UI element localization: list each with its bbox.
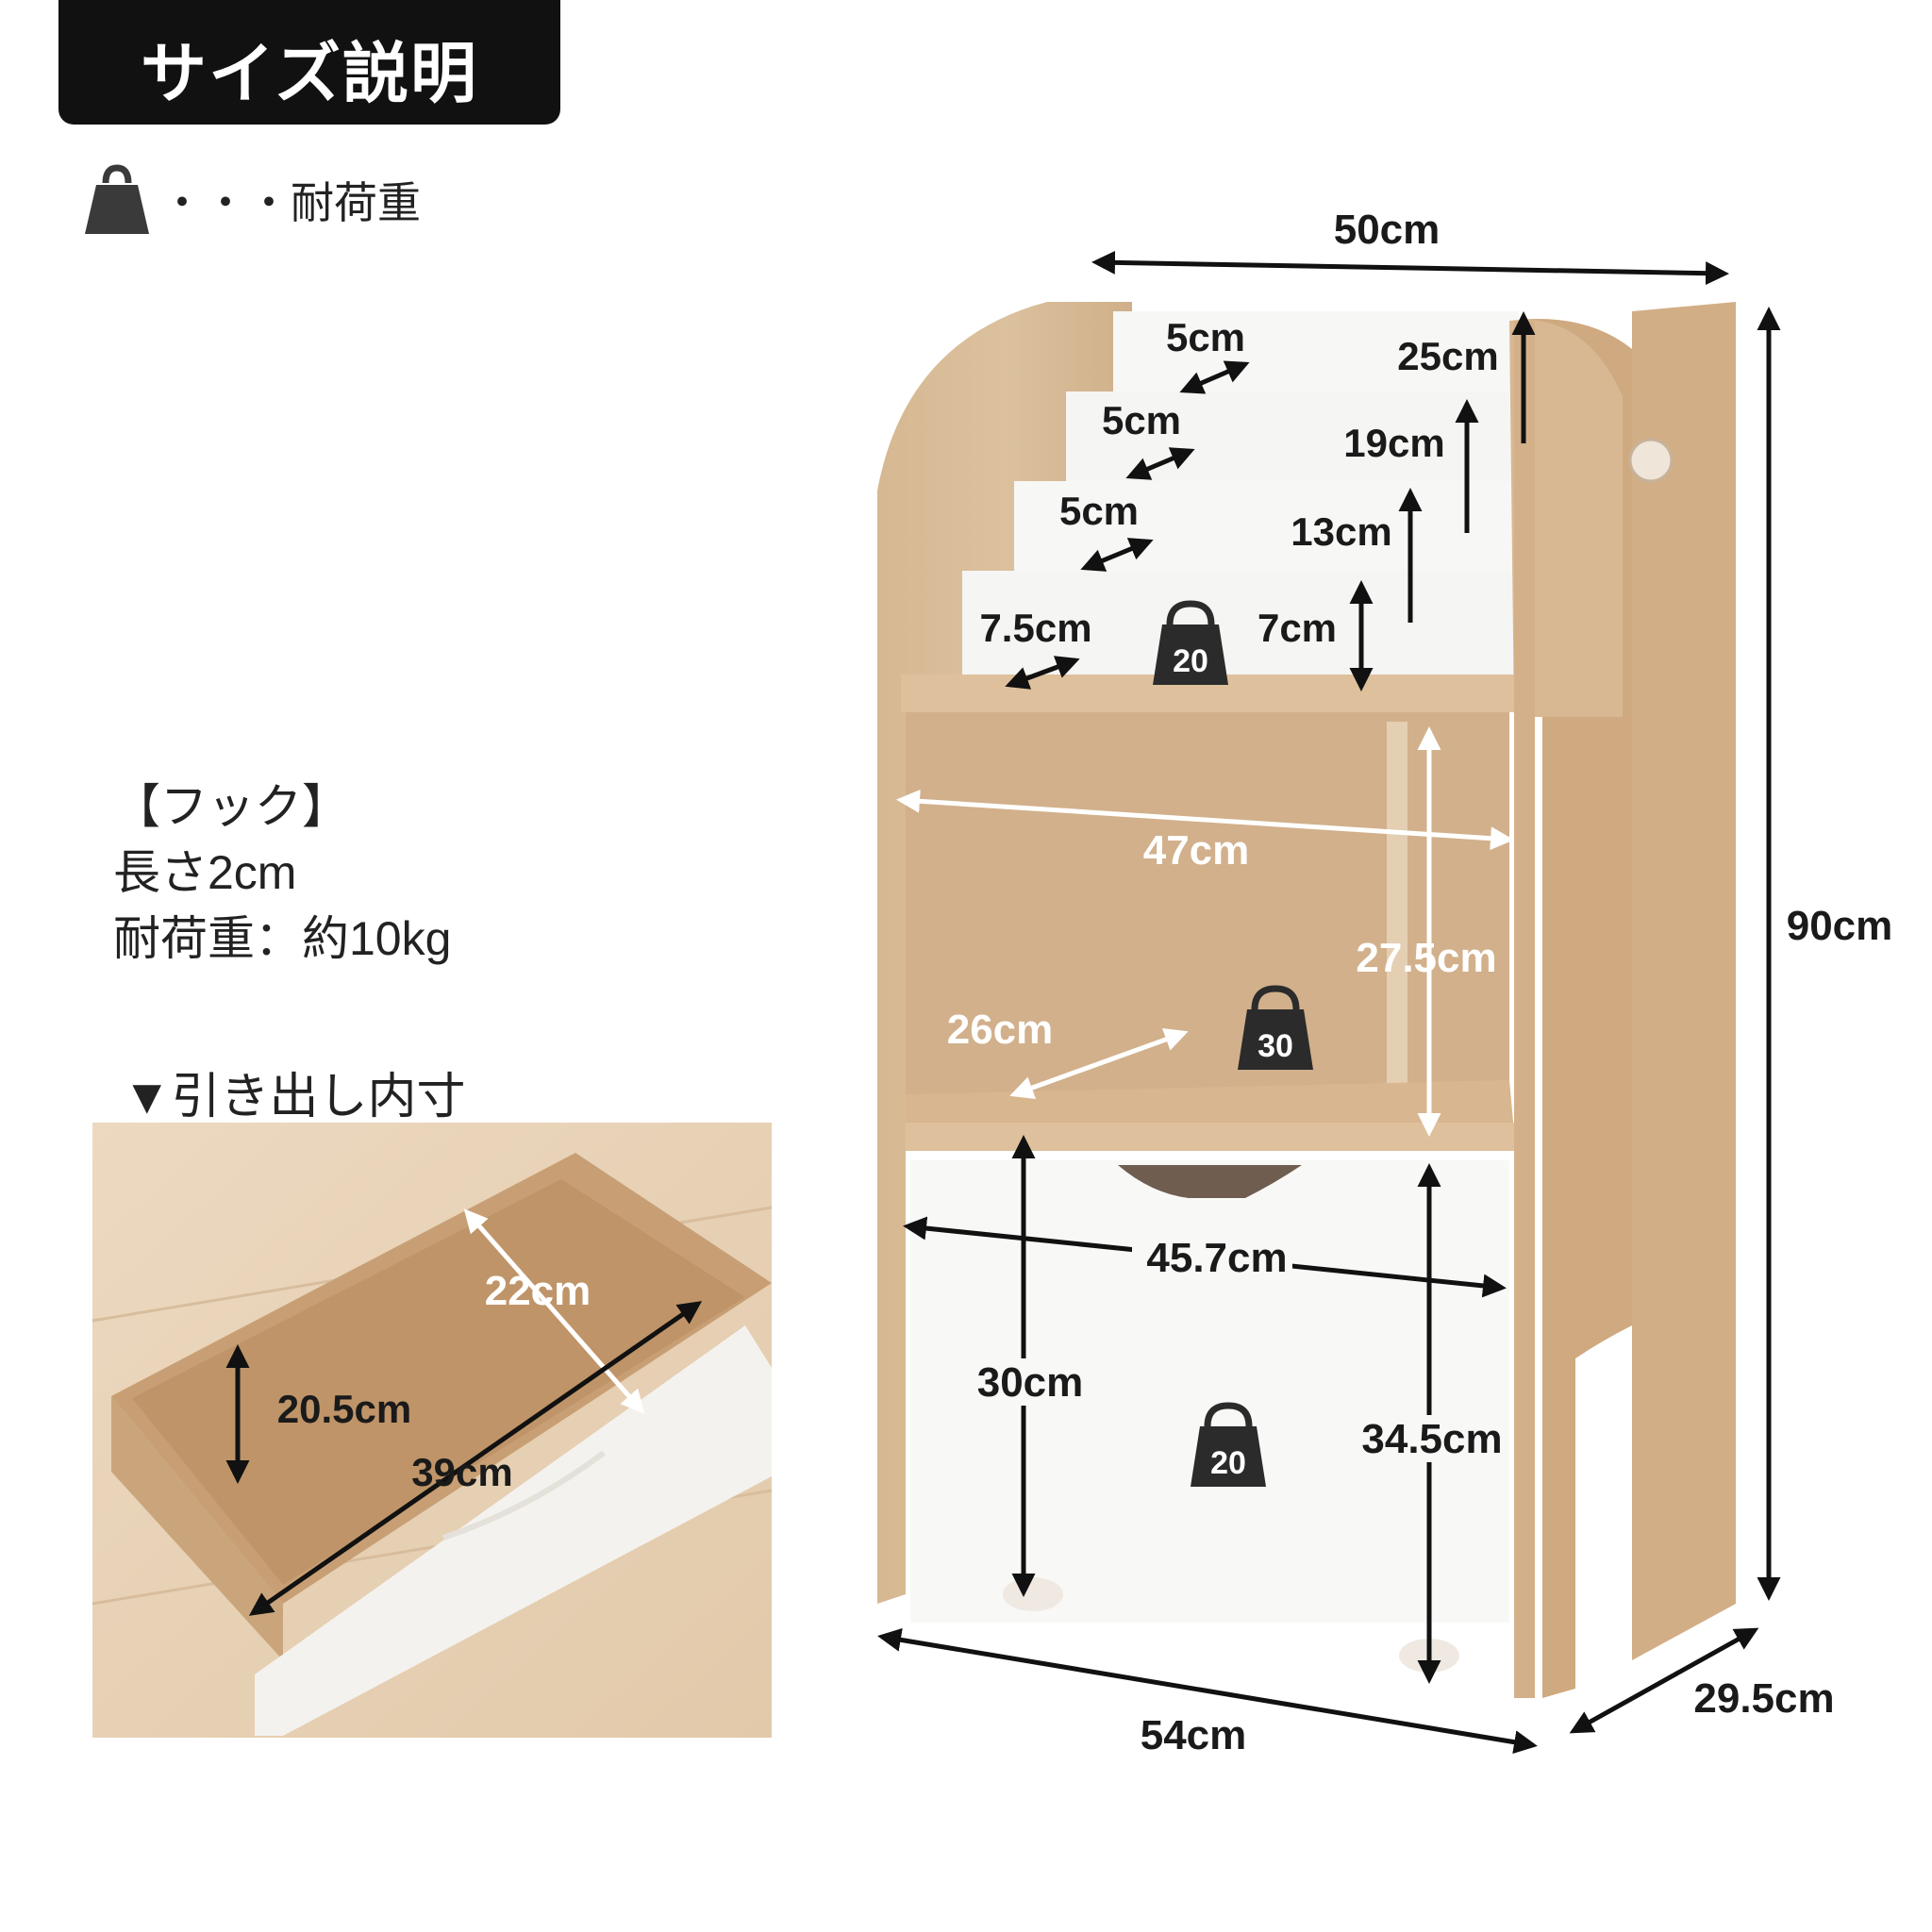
- tier-height-label-2: 19cm: [1343, 421, 1444, 465]
- drawer-section-heading: ▼引き出し内寸: [123, 1070, 466, 1124]
- tier-depth-arrow-2: [1125, 447, 1195, 480]
- load-value-top: 20: [1173, 643, 1208, 679]
- drawer-width-arrow: [248, 1301, 703, 1616]
- inner-depth-arrow: [1009, 1028, 1189, 1099]
- tier-depth-label-1: 5cm: [1166, 315, 1245, 359]
- tier-depth-arrow-1: [1179, 360, 1250, 394]
- inner-width-label: 47cm: [1143, 827, 1250, 874]
- top-width-label: 50cm: [1334, 207, 1441, 253]
- total-height-label: 90cm: [1787, 903, 1893, 949]
- load-value-drawer: 20: [1210, 1445, 1246, 1481]
- drawer-width-label: 39cm: [411, 1450, 512, 1494]
- tier-height-label-3: 13cm: [1291, 509, 1391, 554]
- base-depth-label: 29.5cm: [1693, 1675, 1834, 1722]
- drawer-height-label: 20.5cm: [277, 1387, 411, 1431]
- tier-depth-label-2: 5cm: [1102, 398, 1181, 442]
- base-width-arrow: [877, 1627, 1538, 1755]
- hook-load: 耐荷重：約10kg: [113, 912, 452, 965]
- hook-knob: [1628, 438, 1674, 483]
- base-depth-arrow: [1569, 1627, 1759, 1734]
- top-width-arrow: [1091, 250, 1729, 286]
- tier-height-label-4: 7cm: [1257, 606, 1337, 650]
- tier-depth-arrow-4: [1005, 656, 1080, 690]
- drawer-front-height-label: 30cm: [977, 1359, 1084, 1406]
- drawer-total-height-label: 34.5cm: [1361, 1416, 1502, 1462]
- hook-heading: 【フック】: [113, 780, 349, 833]
- tier-depth-label-4: 7.5cm: [979, 606, 1091, 650]
- drawer-depth-label: 22cm: [485, 1268, 591, 1314]
- load-badge-top: 20: [1153, 600, 1228, 685]
- tier-depth-label-3: 5cm: [1059, 489, 1139, 533]
- legend-text: ・・・耐荷重: [160, 178, 421, 227]
- drawer-photo: [92, 1123, 773, 1738]
- header-box: サイズ説明: [58, 0, 560, 125]
- legend: ・・・耐荷重: [83, 162, 421, 238]
- page-title: サイズ説明: [141, 37, 478, 110]
- tier-depth-arrow-3: [1080, 538, 1154, 572]
- weight-icon: [85, 164, 149, 234]
- load-value-middle: 30: [1257, 1028, 1293, 1064]
- base-width-label: 54cm: [1141, 1712, 1247, 1758]
- hook-length: 長さ2cm: [113, 846, 297, 899]
- drawer-front-width-label: 45.7cm: [1146, 1235, 1287, 1281]
- tier-height-label-1: 25cm: [1397, 334, 1498, 378]
- load-badge-drawer: 20: [1191, 1402, 1266, 1487]
- inner-depth-label: 26cm: [947, 1007, 1054, 1053]
- load-badge-middle: 30: [1238, 985, 1313, 1070]
- inner-width-arrow: [896, 789, 1514, 851]
- hook-info: 【フック】 長さ2cm 耐荷重：約10kg: [113, 774, 451, 972]
- inner-height-label: 27.5cm: [1356, 935, 1496, 981]
